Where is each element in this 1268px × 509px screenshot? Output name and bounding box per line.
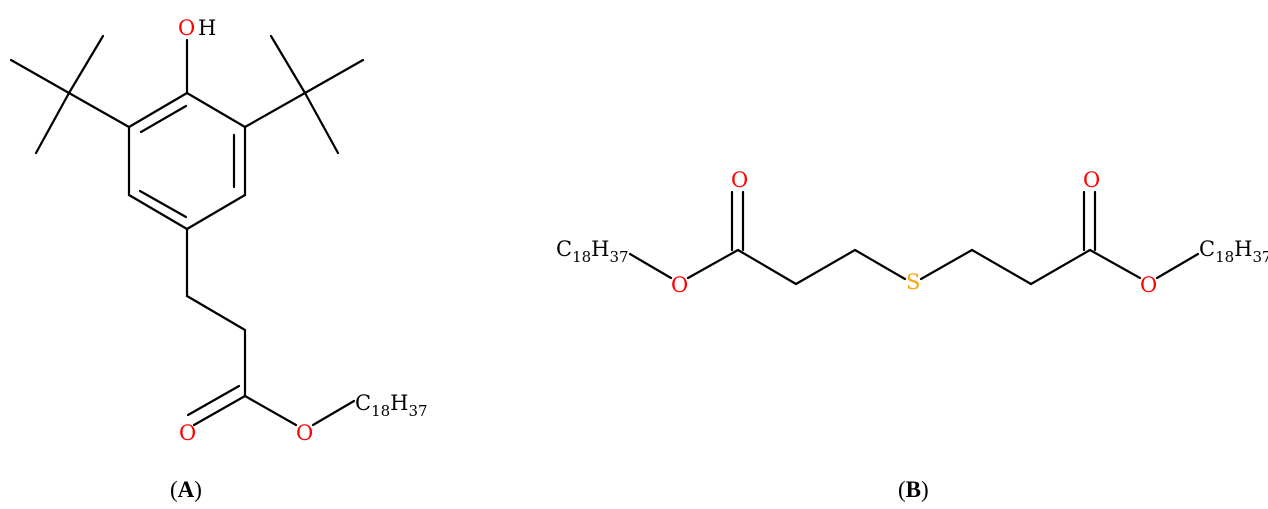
panel-label-b: (B) — [898, 477, 929, 502]
bond-tbu-left-me2 — [67, 34, 105, 95]
structure-a — [9, 34, 365, 427]
bond-ester-o-chain — [311, 399, 356, 427]
right-alkyl-chain-label-b: C18H37 — [1199, 237, 1268, 266]
hydroxyl-hydrogen-label: H — [198, 16, 216, 40]
bond-tbu-right-me1 — [303, 58, 365, 95]
bond-ring-tbu-left — [67, 91, 131, 129]
bond-carbonyl-double-2 — [186, 384, 241, 417]
bond-ring-c4-c5 — [127, 193, 189, 231]
bond-ring-c3-c4 — [185, 193, 247, 231]
bond-ch2-ch2 — [185, 294, 247, 332]
carbonyl-oxygen-label-a: O — [179, 421, 196, 445]
bond-ring-tbu-right — [243, 91, 307, 129]
right-ester-oxygen-label-b: O — [1140, 273, 1157, 297]
bond-left-ester-o-carbonyl-c — [686, 248, 740, 280]
bond-right-ch2-ch2 — [970, 248, 1033, 286]
panel-label-a: (A) — [170, 477, 202, 502]
left-ester-oxygen-label-b: O — [671, 273, 688, 297]
bond-tbu-right-me2 — [269, 34, 307, 95]
bond-tbu-left-me3 — [34, 91, 71, 155]
bond-s-right-ch2 — [919, 248, 974, 281]
bond-ring-inner-3 — [138, 189, 188, 219]
bond-left-ch2-ch2 — [794, 248, 857, 286]
bond-left-carbonyl-c-ch2 — [736, 248, 798, 286]
bond-right-ester-o-chain — [1155, 252, 1200, 280]
bond-right-ch2-carbonyl-c — [1029, 248, 1092, 286]
structure-b — [628, 190, 1200, 286]
ester-oxygen-label-a: O — [296, 421, 313, 445]
bond-ring-inner-1 — [139, 104, 188, 134]
sulfur-label: S — [906, 270, 920, 294]
left-alkyl-chain-label-b: C18H37 — [556, 237, 629, 266]
bond-left-ch2-s — [853, 248, 907, 281]
bond-carbonyl-double-1 — [192, 394, 247, 427]
bond-ring-c1-c2 — [185, 91, 247, 129]
bond-tbu-left-me1 — [9, 58, 71, 95]
bond-carbonyl-ester-o — [243, 394, 298, 427]
hydroxyl-oxygen-label: O — [178, 16, 195, 40]
bond-tbu-right-me3 — [303, 91, 340, 155]
bond-right-carbonyl-ester-o — [1088, 248, 1142, 280]
left-carbonyl-oxygen-label-b: O — [731, 168, 748, 192]
alkyl-chain-label-a: C18H37 — [355, 391, 428, 420]
right-carbonyl-oxygen-label-b: O — [1083, 168, 1100, 192]
bond-ring-c6-c1 — [127, 91, 189, 129]
bond-left-chain-ester-o — [628, 252, 673, 280]
